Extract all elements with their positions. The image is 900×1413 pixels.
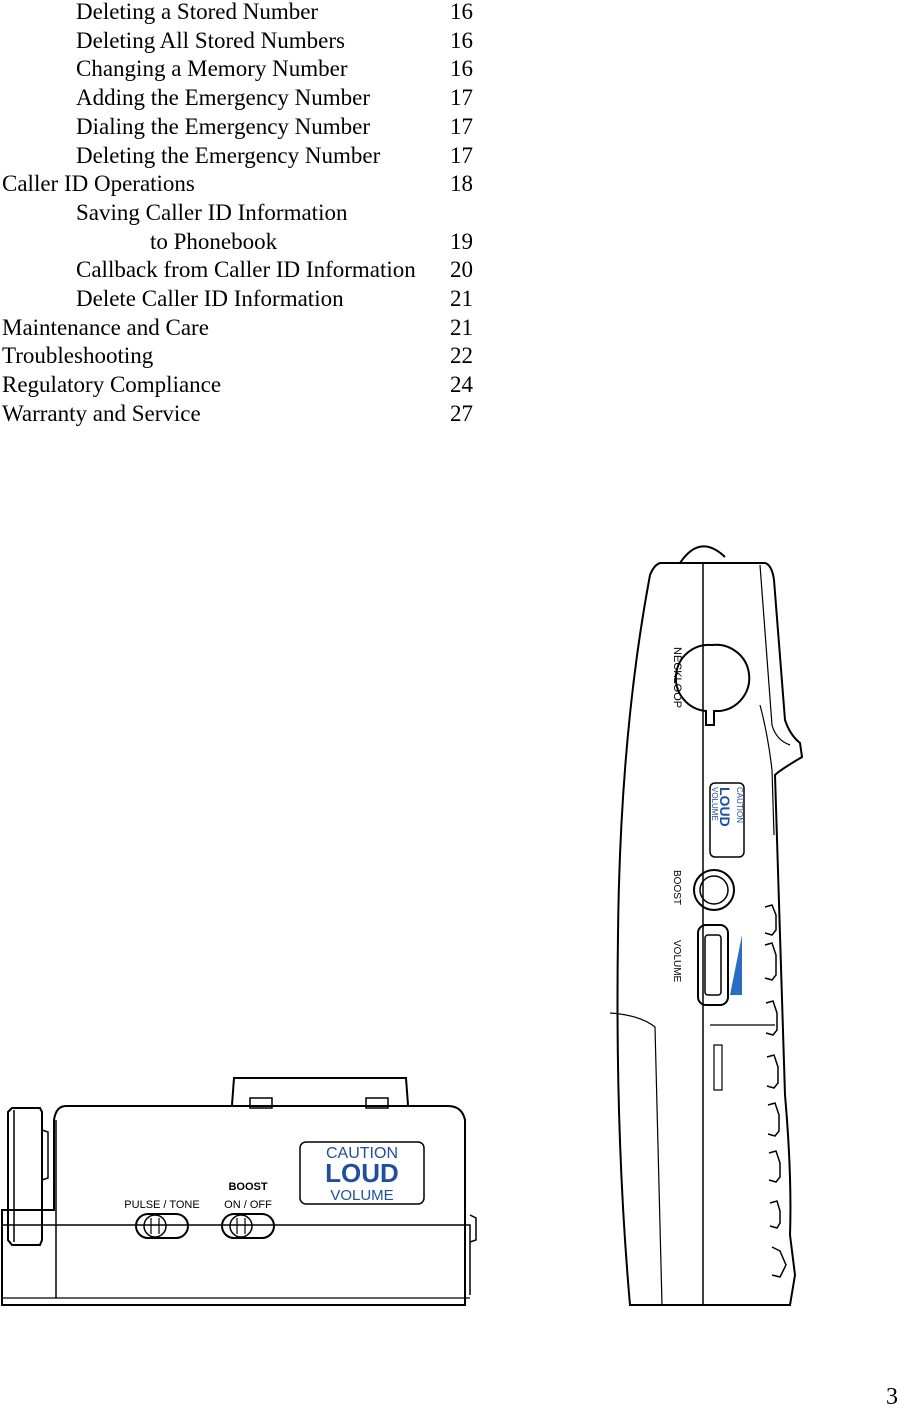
side-caution-line1: CAUTION — [735, 787, 744, 823]
toc-entry: Deleting All Stored Numbers 16 — [0, 27, 480, 57]
toc-entry-page: 16 — [450, 56, 473, 82]
side-buttons — [764, 904, 787, 1278]
toc-entry-title: Delete Caller ID Information — [76, 286, 344, 311]
toc-entry-page: 16 — [450, 0, 473, 24]
toc-entry: Callback from Caller ID Information 20 — [0, 258, 480, 286]
boost-switch-label: ON / OFF — [224, 1199, 272, 1211]
side-boost-button[interactable] — [693, 869, 735, 911]
toc-entry-page: 17 — [450, 85, 473, 111]
bottom-caution-line2: LOUD — [325, 1158, 399, 1188]
phone-bottom-view-illustration: CAUTION LOUD VOLUME PULSE / TONE BOOST O… — [1, 1077, 477, 1306]
toc-entry-title: Saving Caller ID Information — [76, 199, 348, 225]
toc-entry: Adding the Emergency Number 17 — [0, 86, 480, 114]
side-volume-label: VOLUME — [671, 940, 682, 983]
toc-entry-page: 21 — [450, 314, 473, 340]
toc-entry-page: 27 — [450, 400, 473, 426]
volume-level-indicator — [730, 935, 742, 995]
toc-entry-title: Maintenance and Care — [2, 314, 209, 340]
toc-entry-title: Deleting a Stored Number — [76, 0, 319, 24]
toc-entry-page: 21 — [450, 286, 473, 311]
bottom-caution-line1: CAUTION — [326, 1145, 398, 1162]
toc-entry: Warranty and Service 27 — [0, 400, 480, 430]
toc-entry-page: 22 — [450, 343, 473, 369]
side-volume-wheel[interactable] — [697, 924, 729, 1006]
toc-entry: Regulatory Compliance 24 — [0, 373, 480, 401]
toc-entry: Maintenance and Care 21 — [0, 314, 480, 344]
toc-entry-title: Dialing the Emergency Number — [76, 113, 371, 139]
page-number: 3 — [886, 1384, 898, 1410]
toc-entry: Deleting a Stored Number 16 — [0, 0, 480, 28]
toc-entry: Delete Caller ID Information 21 — [0, 287, 480, 315]
toc-entry-page: 17 — [450, 142, 473, 168]
side-caution-line3: VOLUME — [710, 787, 719, 821]
toc-entry-title: Warranty and Service — [2, 400, 201, 426]
side-boost-label: BOOST — [671, 870, 682, 905]
toc-entry-title: Caller ID Operations — [2, 171, 195, 197]
pulse-tone-switch[interactable] — [135, 1213, 189, 1239]
toc-entry-page: 19 — [450, 228, 473, 254]
toc-entry-title: Troubleshooting — [2, 343, 154, 369]
toc-entry-page: 20 — [450, 257, 473, 283]
toc-entry-page: 24 — [450, 372, 473, 398]
toc-entry: Changing a Memory Number 16 — [0, 57, 480, 85]
toc-entry: Dialing the Emergency Number 17 — [0, 113, 480, 143]
toc-entry-title: to Phonebook — [150, 228, 278, 254]
toc-entry: Saving Caller ID Information — [0, 199, 480, 229]
neckloop-label: NECKLOOP — [671, 647, 683, 708]
toc-entry-page: 16 — [450, 27, 473, 53]
toc-entry-page: 17 — [450, 113, 473, 139]
pulse-tone-label: PULSE / TONE — [124, 1199, 199, 1211]
toc-entry-title: Regulatory Compliance — [2, 372, 222, 398]
toc-entry: to Phonebook 19 — [0, 228, 480, 258]
side-caution-line2: LOUD — [717, 787, 733, 827]
toc-entry-title: Adding the Emergency Number — [76, 85, 371, 111]
boost-title-label: BOOST — [228, 1181, 267, 1193]
toc-entry: Troubleshooting 22 — [0, 344, 480, 372]
toc-entry-title: Callback from Caller ID Information — [76, 257, 416, 283]
toc-entry: Deleting the Emergency Number 17 — [0, 142, 480, 172]
toc-entry: Caller ID Operations 18 — [0, 172, 480, 200]
toc-entry-title: Deleting All Stored Numbers — [76, 27, 345, 53]
toc-entry-page: 18 — [450, 171, 473, 197]
bottom-caution-line3: VOLUME — [330, 1187, 393, 1204]
toc-entry-title: Changing a Memory Number — [76, 56, 348, 82]
toc-entry-title: Deleting the Emergency Number — [76, 142, 381, 168]
phone-side-view-illustration: NECKLOOP CAUTION LOUD VOLUME BOOST VOLUM… — [610, 545, 804, 1306]
boost-on-off-switch[interactable] — [221, 1213, 275, 1239]
